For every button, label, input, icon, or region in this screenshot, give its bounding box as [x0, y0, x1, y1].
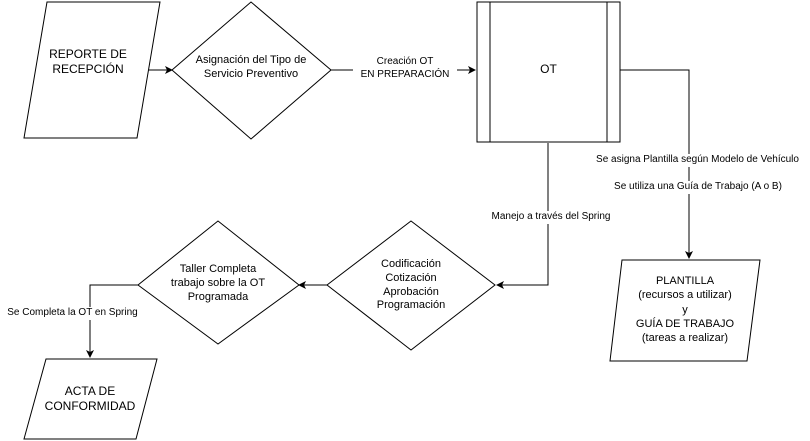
plantilla-guia-node [609, 259, 761, 362]
ot-process-node [476, 1, 621, 143]
completa-spring-edge-label: Se Completa la OT en Spring [0, 307, 145, 320]
taller-line-2: trabajo sobre la OT [170, 276, 266, 289]
guia-trabajo-text: Se utiliza una Guía de Trabajo (A o B) [614, 181, 782, 192]
plantilla-line-1: PLANTILLA [655, 275, 715, 287]
acta-conformidad-node [23, 358, 158, 440]
manejo-spring-text: Manejo a través del Spring [491, 211, 611, 222]
codificacion-label: Codificación Cotización Aprobación Progr… [346, 258, 476, 313]
asignacion-decision-node [171, 1, 332, 140]
asignacion-label: Asignación del Tipo de Servicio Preventi… [186, 54, 316, 82]
asignacion-line-1: Asignación del Tipo de [195, 54, 307, 66]
taller-line-1: Taller Completa [179, 263, 257, 275]
completa-spring-text: Se Completa la OT en Spring [7, 307, 138, 318]
codificacion-decision-node [326, 220, 496, 351]
reporte-line-2: RECEPCIÓN [52, 62, 124, 76]
plantilla-guia-label: PLANTILLA (recursos a utilizar) y GUÍA D… [615, 274, 755, 345]
acta-label: ACTA DE CONFORMIDAD [30, 384, 150, 414]
acta-line-2: CONFORMIDAD [44, 399, 136, 413]
codificacion-line-1: Codificación [381, 258, 441, 270]
codificacion-line-4: Programación [376, 299, 446, 312]
taller-line-3: Programada [187, 290, 249, 303]
edge-ot-to-plantilla [620, 69, 693, 259]
creacion-ot-edge-label: Creación OT EN PREPARACIÓN [353, 56, 457, 81]
manejo-spring-edge-label: Manejo a través del Spring [483, 211, 619, 224]
edge-ot-to-codificacion [496, 143, 549, 289]
taller-label: Taller Completa trabajo sobre la OT Prog… [153, 263, 283, 304]
ot-line-1: OT [540, 62, 557, 76]
codificacion-line-3: Aprobación [383, 285, 439, 298]
asignacion-line-2: Servicio Preventivo [203, 67, 299, 80]
plantilla-modelo-edge-label: Se asigna Plantilla según Modelo de Vehí… [586, 154, 809, 167]
reporte-de-recepcion-node [23, 1, 161, 139]
ot-label: OT [490, 62, 607, 77]
edge-taller-to-acta [86, 284, 138, 358]
acta-line-1: ACTA DE [64, 384, 116, 398]
plantilla-line-2: (recursos a utilizar) [638, 289, 732, 302]
plantilla-line-4: GUÍA DE TRABAJO [635, 317, 735, 330]
plantilla-line-5: (tareas a realizar) [641, 332, 729, 345]
creacion-line-1: Creación OT [376, 56, 434, 67]
reporte-de-recepcion-label: REPORTE DE RECEPCIÓN [28, 47, 148, 77]
reporte-line-1: REPORTE DE [49, 47, 127, 61]
codificacion-line-2: Cotización [385, 271, 437, 284]
plantilla-line-3: y [682, 303, 688, 316]
taller-decision-node [137, 220, 300, 345]
plantilla-modelo-text: Se asigna Plantilla según Modelo de Vehí… [596, 154, 799, 165]
guia-trabajo-edge-label: Se utiliza una Guía de Trabajo (A o B) [605, 181, 791, 194]
creacion-line-2: EN PREPARACIÓN [360, 68, 450, 80]
